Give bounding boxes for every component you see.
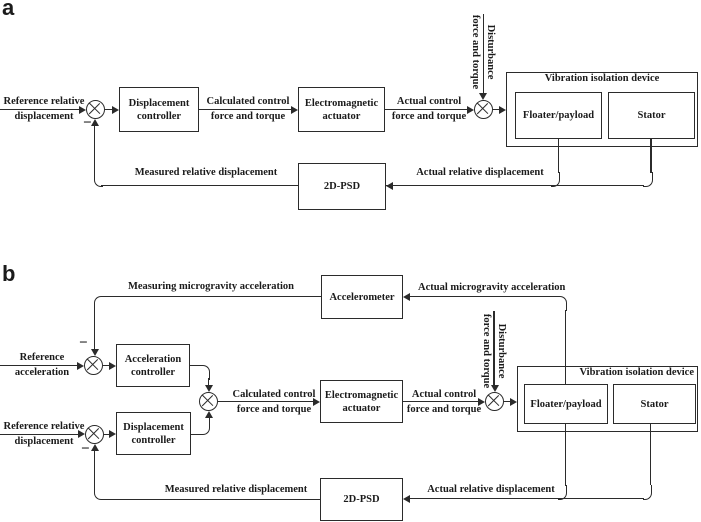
- arrowhead-into-sum-a1: [79, 105, 86, 114]
- minus-sign-b2: −: [81, 441, 90, 457]
- label-reference-accel: Reference acceleration: [14, 352, 70, 378]
- summing-junction-a2: [474, 100, 493, 119]
- line-actual-displacement-a: [386, 184, 644, 187]
- line-stator-drop-a: [650, 139, 652, 173]
- label-disturbance-a: Disturbance force and torque: [470, 14, 496, 90]
- summing-junction-b2: [85, 425, 104, 444]
- summing-junction-b3: [485, 392, 504, 411]
- line-psd-feedback-up-b: [93, 451, 96, 486]
- line-actuator-to-sum-a2: [385, 108, 467, 111]
- corner-accel-feedback-right: [552, 296, 568, 311]
- corner-stator-drop-a: [643, 172, 653, 188]
- arrowhead-into-sum-b3: [478, 397, 485, 406]
- summing-junction-a1: [86, 100, 105, 119]
- device-title-b: Vibration isolation device: [579, 367, 694, 378]
- corner-disp-ctrl-out: [191, 418, 210, 435]
- arrowhead-into-sum-b1: [90, 349, 99, 356]
- line-reference-rel-b: [0, 433, 78, 435]
- label-calculated-a: Calculated control force and torque: [206, 96, 290, 122]
- electromagnetic-actuator-box-b: Electromagnetic actuator: [320, 380, 403, 423]
- line-accel-feedback-down: [93, 310, 96, 349]
- corner-psd-feedback-b: [93, 485, 321, 501]
- acceleration-controller-box: Acceleration controller: [116, 344, 190, 387]
- label-reference-a: Reference relative displacement: [3, 96, 85, 122]
- arrowhead-into-disp-ctrl-b: [109, 430, 116, 439]
- label-actual-rel-a: Actual relative displacement: [416, 167, 544, 178]
- arrowhead-into-sum-b2: [78, 430, 85, 439]
- stator-box-a: Stator: [608, 92, 695, 139]
- arrowhead-into-sum-bm-top: [204, 385, 213, 392]
- line-reference-a: [0, 108, 79, 111]
- arrowhead-into-actuator-a: [291, 105, 298, 114]
- arrowhead-into-actuator-b: [313, 397, 320, 406]
- line-sum-to-controller-a: [105, 108, 112, 111]
- stator-box-b: Stator: [613, 384, 696, 424]
- line-stator-drop-b: [650, 424, 652, 485]
- line-accel-ctrl-down: [207, 378, 209, 385]
- line-feedback-up-a: [93, 126, 96, 172]
- line-sum-to-disp-ctrl-b: [104, 433, 109, 435]
- floater-payload-box-a: Floater/payload: [515, 92, 602, 139]
- arrowhead-into-device-a: [499, 105, 506, 114]
- line-sum-to-device-a: [493, 108, 499, 111]
- line-disturbance-b: [493, 311, 495, 385]
- label-actual-rel-b: Actual relative displacement: [427, 484, 555, 495]
- arrowhead-feedback-a: [90, 119, 99, 126]
- line-controller-to-actuator-a: [199, 108, 291, 111]
- minus-sign-b1: −: [79, 335, 88, 351]
- arrowhead-into-sum-bm-bottom: [204, 411, 213, 418]
- arrowhead-into-accelerometer: [403, 292, 410, 301]
- floater-payload-box-b: Floater/payload: [524, 384, 608, 424]
- panel-b-label: b: [2, 261, 16, 286]
- corner-feedback-a: [93, 172, 104, 188]
- arrowhead-psd-feedback-b: [90, 444, 99, 451]
- psd-box-a: 2D-PSD: [298, 163, 386, 210]
- label-actual-control-a: Actual control force and torque: [391, 96, 467, 122]
- label-calculated-b: Calculated control force and torque: [232, 389, 316, 415]
- line-measured-displacement-a: [101, 184, 298, 187]
- arrowhead-into-controller-a: [112, 105, 119, 114]
- corner-accel-feedback-left: [93, 296, 322, 311]
- arrowhead-into-sum-a2: [467, 105, 474, 114]
- line-calc-to-actuator-b: [218, 400, 313, 403]
- label-disturbance-b: Disturbance force and torque: [481, 313, 507, 389]
- label-reference-rel-b: Reference relative displacement: [3, 421, 85, 447]
- label-measured-b: Measured relative displacement: [164, 484, 308, 495]
- minus-sign-a1: −: [83, 115, 92, 131]
- arrowhead-into-device-b: [510, 397, 517, 406]
- displacement-controller-box-b: Displacement controller: [116, 412, 191, 455]
- line-actuator-to-sum-b3: [403, 400, 478, 403]
- displacement-controller-box-a: Displacement controller: [119, 87, 199, 132]
- psd-box-b: 2D-PSD: [320, 478, 403, 521]
- arrowhead-disturbance-b: [490, 385, 499, 392]
- panel-a-label: a: [2, 0, 15, 20]
- arrowhead-into-psd-b: [403, 494, 410, 503]
- arrowhead-into-sum-b1-left: [77, 361, 84, 370]
- line-disturbance-a: [482, 14, 484, 93]
- summing-junction-b-middle: [199, 392, 218, 411]
- arrowhead-disturbance-a: [479, 93, 487, 100]
- line-sum-to-accel-ctrl: [103, 364, 109, 367]
- label-measuring-micro: Measuring microgravity acceleration: [127, 281, 294, 292]
- line-floater-drop-a: [558, 139, 560, 173]
- line-actual-micro: [410, 296, 552, 298]
- line-reference-accel: [0, 364, 77, 367]
- label-measured-a: Measured relative displacement: [134, 167, 278, 178]
- electromagnetic-actuator-box-a: Electromagnetic actuator: [298, 87, 385, 132]
- label-actual-micro: Actual microgravity acceleration: [418, 282, 566, 293]
- accelerometer-box: Accelerometer: [321, 275, 403, 319]
- arrowhead-into-psd-a: [386, 181, 393, 190]
- device-title-a: Vibration isolation device: [544, 73, 660, 84]
- corner-stator-drop-b: [643, 485, 653, 501]
- line-sum-to-device-b: [504, 400, 510, 403]
- arrowhead-into-accel-ctrl: [109, 361, 116, 370]
- label-actual-control-b: Actual control force and torque: [406, 389, 482, 415]
- summing-junction-b1: [84, 356, 103, 375]
- corner-accel-ctrl-out: [190, 364, 210, 380]
- line-actual-displacement-b: [410, 498, 644, 500]
